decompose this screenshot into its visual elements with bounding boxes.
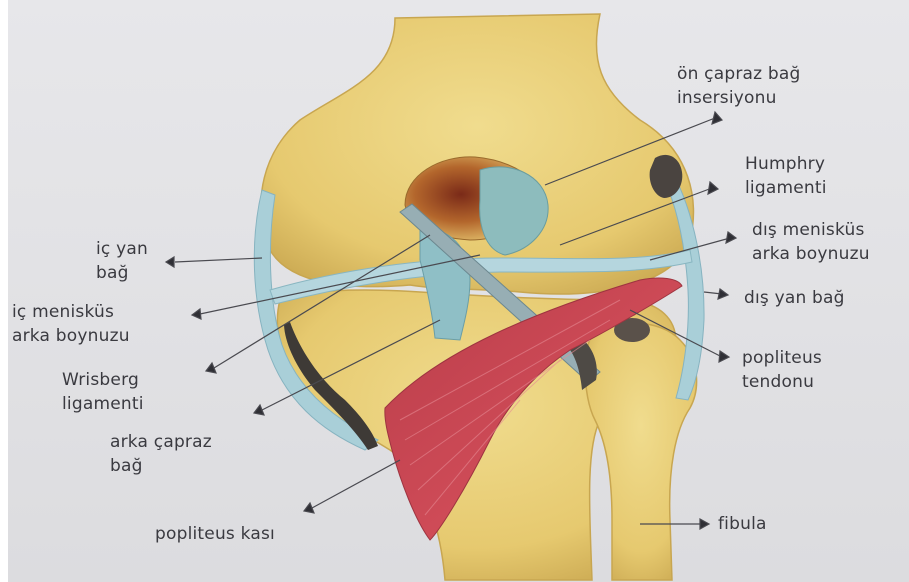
- label-line: fibula: [718, 512, 767, 536]
- label-line: insersiyonu: [677, 86, 800, 110]
- fibula-bone: [585, 323, 696, 580]
- label-line: arka boynuzu: [12, 324, 130, 348]
- label-line: iç menisküs: [12, 300, 130, 324]
- label-line: ligamenti: [745, 176, 827, 200]
- label-line: bağ: [96, 261, 148, 285]
- label-line: arka çapraz: [110, 430, 212, 454]
- label-line: bağ: [110, 454, 212, 478]
- label-line: iç yan: [96, 237, 148, 261]
- label-line: dış yan bağ: [744, 286, 845, 310]
- label-fibula: fibula: [718, 512, 767, 536]
- femur: [261, 14, 693, 294]
- label-wrisberg: Wrisberg ligamenti: [62, 368, 144, 416]
- label-dis-yan-bag: dış yan bağ: [744, 286, 845, 310]
- label-line: popliteus: [742, 346, 822, 370]
- label-line: dış menisküs: [752, 218, 870, 242]
- label-line: Wrisberg: [62, 368, 144, 392]
- label-line: Humphry: [745, 152, 827, 176]
- label-popliteus-tendonu: popliteus tendonu: [742, 346, 822, 394]
- label-ic-yan-bag: iç yan bağ: [96, 237, 148, 285]
- label-humphry: Humphry ligamenti: [745, 152, 827, 200]
- label-line: tendonu: [742, 370, 822, 394]
- label-line: popliteus kası: [155, 522, 275, 546]
- label-line: arka boynuzu: [752, 242, 870, 266]
- label-popliteus-kasi: popliteus kası: [155, 522, 275, 546]
- label-line: ligamenti: [62, 392, 144, 416]
- label-dis-meniskus: dış menisküs arka boynuzu: [752, 218, 870, 266]
- label-on-capraz-bag: ön çapraz bağ insersiyonu: [677, 62, 800, 110]
- label-arka-capraz-bag: arka çapraz bağ: [110, 430, 212, 478]
- label-line: ön çapraz bağ: [677, 62, 800, 86]
- label-ic-meniskus: iç menisküs arka boynuzu: [12, 300, 130, 348]
